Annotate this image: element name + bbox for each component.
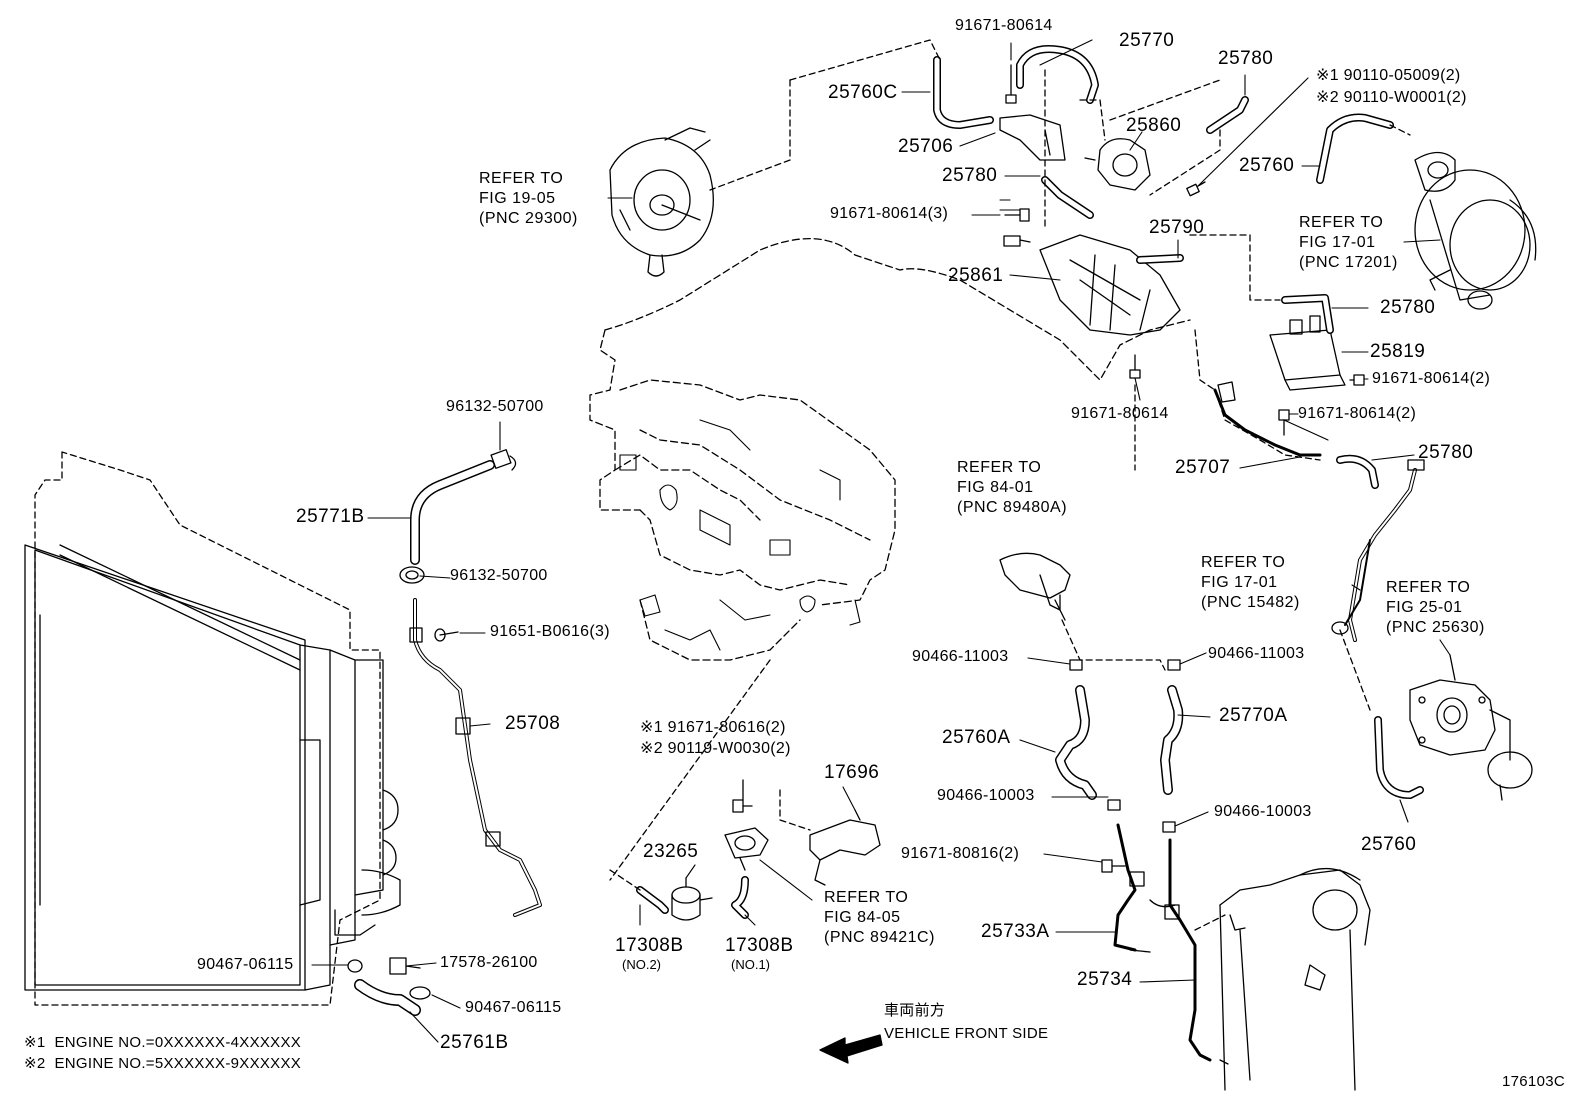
part-91671-80614-2b-label: 91671-80614(2) (1298, 405, 1417, 422)
ref-fig-17-01-harness[interactable]: REFER TO FIG 17-01 (PNC 15482) (1201, 554, 1300, 611)
part-91671-80816-label: 91671-80816(2) (901, 845, 1020, 862)
part-17696-label: 17696 (824, 762, 880, 783)
top-cluster (710, 40, 1245, 230)
leader-lines (312, 40, 1450, 1042)
engine-note-2-mark: ※2 (24, 1055, 46, 1072)
engine-note-1-mark: ※1 (24, 1034, 46, 1051)
part-25860-label: 25860 (1126, 115, 1182, 136)
radiator-drawing (25, 452, 400, 1005)
part-91671-80614-mid-label: 91671-80614 (1071, 405, 1169, 422)
left-hoses (348, 450, 540, 1010)
engine-note-2: ※2 ENGINE NO.=5XXXXXX-9XXXXXX (24, 1056, 301, 1071)
front-direction-arrow (820, 1035, 882, 1063)
part-25760-top-label: 25760 (1239, 155, 1295, 176)
wiring-harness (1332, 460, 1424, 640)
part-25780-a-label: 25780 (1218, 48, 1274, 69)
ref-fig-17-01-turbo[interactable]: REFER TO FIG 17-01 (PNC 17201) (1299, 214, 1398, 271)
engine-note-1: ※1 ENGINE NO.=0XXXXXX-4XXXXXX (24, 1035, 301, 1050)
bracket-25861 (1004, 209, 1280, 470)
egr-valve (1340, 630, 1532, 800)
part-90467-06115-left-label: 90467-06115 (197, 956, 294, 973)
ref-fig-19-05[interactable]: REFER TO FIG 19-05 (PNC 29300) (479, 170, 578, 227)
part-90466-10003-a-label: 90466-10003 (937, 787, 1035, 804)
part-25733a-label: 25733A (981, 921, 1050, 942)
part-96132-50700-bottom-label: 96132-50700 (450, 567, 548, 584)
ref-fig-84-01[interactable]: REFER TO FIG 84-01 (PNC 89480A) (957, 459, 1068, 516)
part-25760-bottom-label: 25760 (1361, 834, 1417, 855)
part-90466-11003-b-label: 90466-11003 (1208, 645, 1305, 662)
part-91651-b0616-label: 91651-B0616(3) (490, 623, 610, 640)
part-25734-label: 25734 (1077, 969, 1133, 990)
part-25780-d-label: 25780 (1418, 442, 1474, 463)
bolt2-note-2-label: ※2 90119-W0030(2) (640, 740, 791, 757)
part-90467-06115-right-label: 90467-06115 (465, 999, 562, 1016)
part-91671-80614-2a-label: 91671-80614(2) (1372, 370, 1491, 387)
part-25861-label: 25861 (948, 265, 1004, 286)
part-17308b-no1-sub: (NO.1) (731, 957, 770, 972)
diagram-code: 176103C (1502, 1073, 1565, 1090)
part-96132-50700-top-label: 96132-50700 (446, 398, 544, 415)
part-90466-10003-b-label: 90466-10003 (1214, 803, 1312, 820)
bolt-note-1-label: ※1 90110-05009(2) (1316, 67, 1461, 84)
part-91671-80614-3-label: 91671-80614(3) (830, 205, 949, 222)
ref-fig-84-05[interactable]: REFER TO FIG 84-05 (PNC 89421C) (824, 889, 935, 946)
part-25707-label: 25707 (1175, 457, 1231, 478)
bottom-center-parts (610, 660, 880, 920)
part-17308b-no2-label: 17308B (615, 935, 684, 956)
exhaust-manifold (1150, 869, 1370, 1090)
part-25780-c-label: 25780 (1380, 297, 1436, 318)
part-25819-label: 25819 (1370, 341, 1426, 362)
bolt2-note-1-label: ※1 91671-80616(2) (640, 719, 786, 736)
part-25771b-label: 25771B (296, 506, 365, 527)
engine-details (620, 420, 860, 650)
part-17308b-no2-sub: (NO.2) (622, 957, 661, 972)
part-91671-80614-top-label: 91671-80614 (955, 17, 1053, 34)
bolt-note-2-label: ※2 90110-W0001(2) (1316, 89, 1467, 106)
bracket-25707 (1195, 330, 1375, 485)
part-25770a-label: 25770A (1219, 705, 1288, 726)
part-25760c-label: 25760C (828, 82, 898, 103)
engine-block (590, 239, 1190, 660)
part-25760a-label: 25760A (942, 727, 1011, 748)
vehicle-front-en: VEHICLE FRONT SIDE (884, 1025, 1049, 1042)
part-25770-label: 25770 (1119, 30, 1175, 51)
part-25780-b-label: 25780 (942, 165, 998, 186)
part-25706-label: 25706 (898, 136, 954, 157)
vehicle-front-jp: 車両前方 (884, 1002, 946, 1019)
part-25761b-label: 25761B (440, 1032, 509, 1053)
turbocharger (1320, 118, 1536, 310)
part-90466-11003-a-label: 90466-11003 (912, 648, 1009, 665)
part-17308b-no1-label: 17308B (725, 935, 794, 956)
vacuum-pump (610, 128, 713, 276)
part-25790-label: 25790 (1149, 217, 1205, 238)
ref-fig-25-01[interactable]: REFER TO FIG 25-01 (PNC 25630) (1386, 579, 1485, 636)
engine-note-1-text: ENGINE NO.=0XXXXXX-4XXXXXX (54, 1034, 302, 1051)
part-23265-label: 23265 (643, 841, 699, 862)
vsv-25819 (1270, 298, 1364, 435)
part-25708-label: 25708 (505, 713, 561, 734)
engine-note-2-text: ENGINE NO.=5XXXXXX-9XXXXXX (54, 1055, 302, 1072)
pressure-sensor-group (1000, 553, 1228, 1064)
part-17578-26100-label: 17578-26100 (440, 954, 538, 971)
